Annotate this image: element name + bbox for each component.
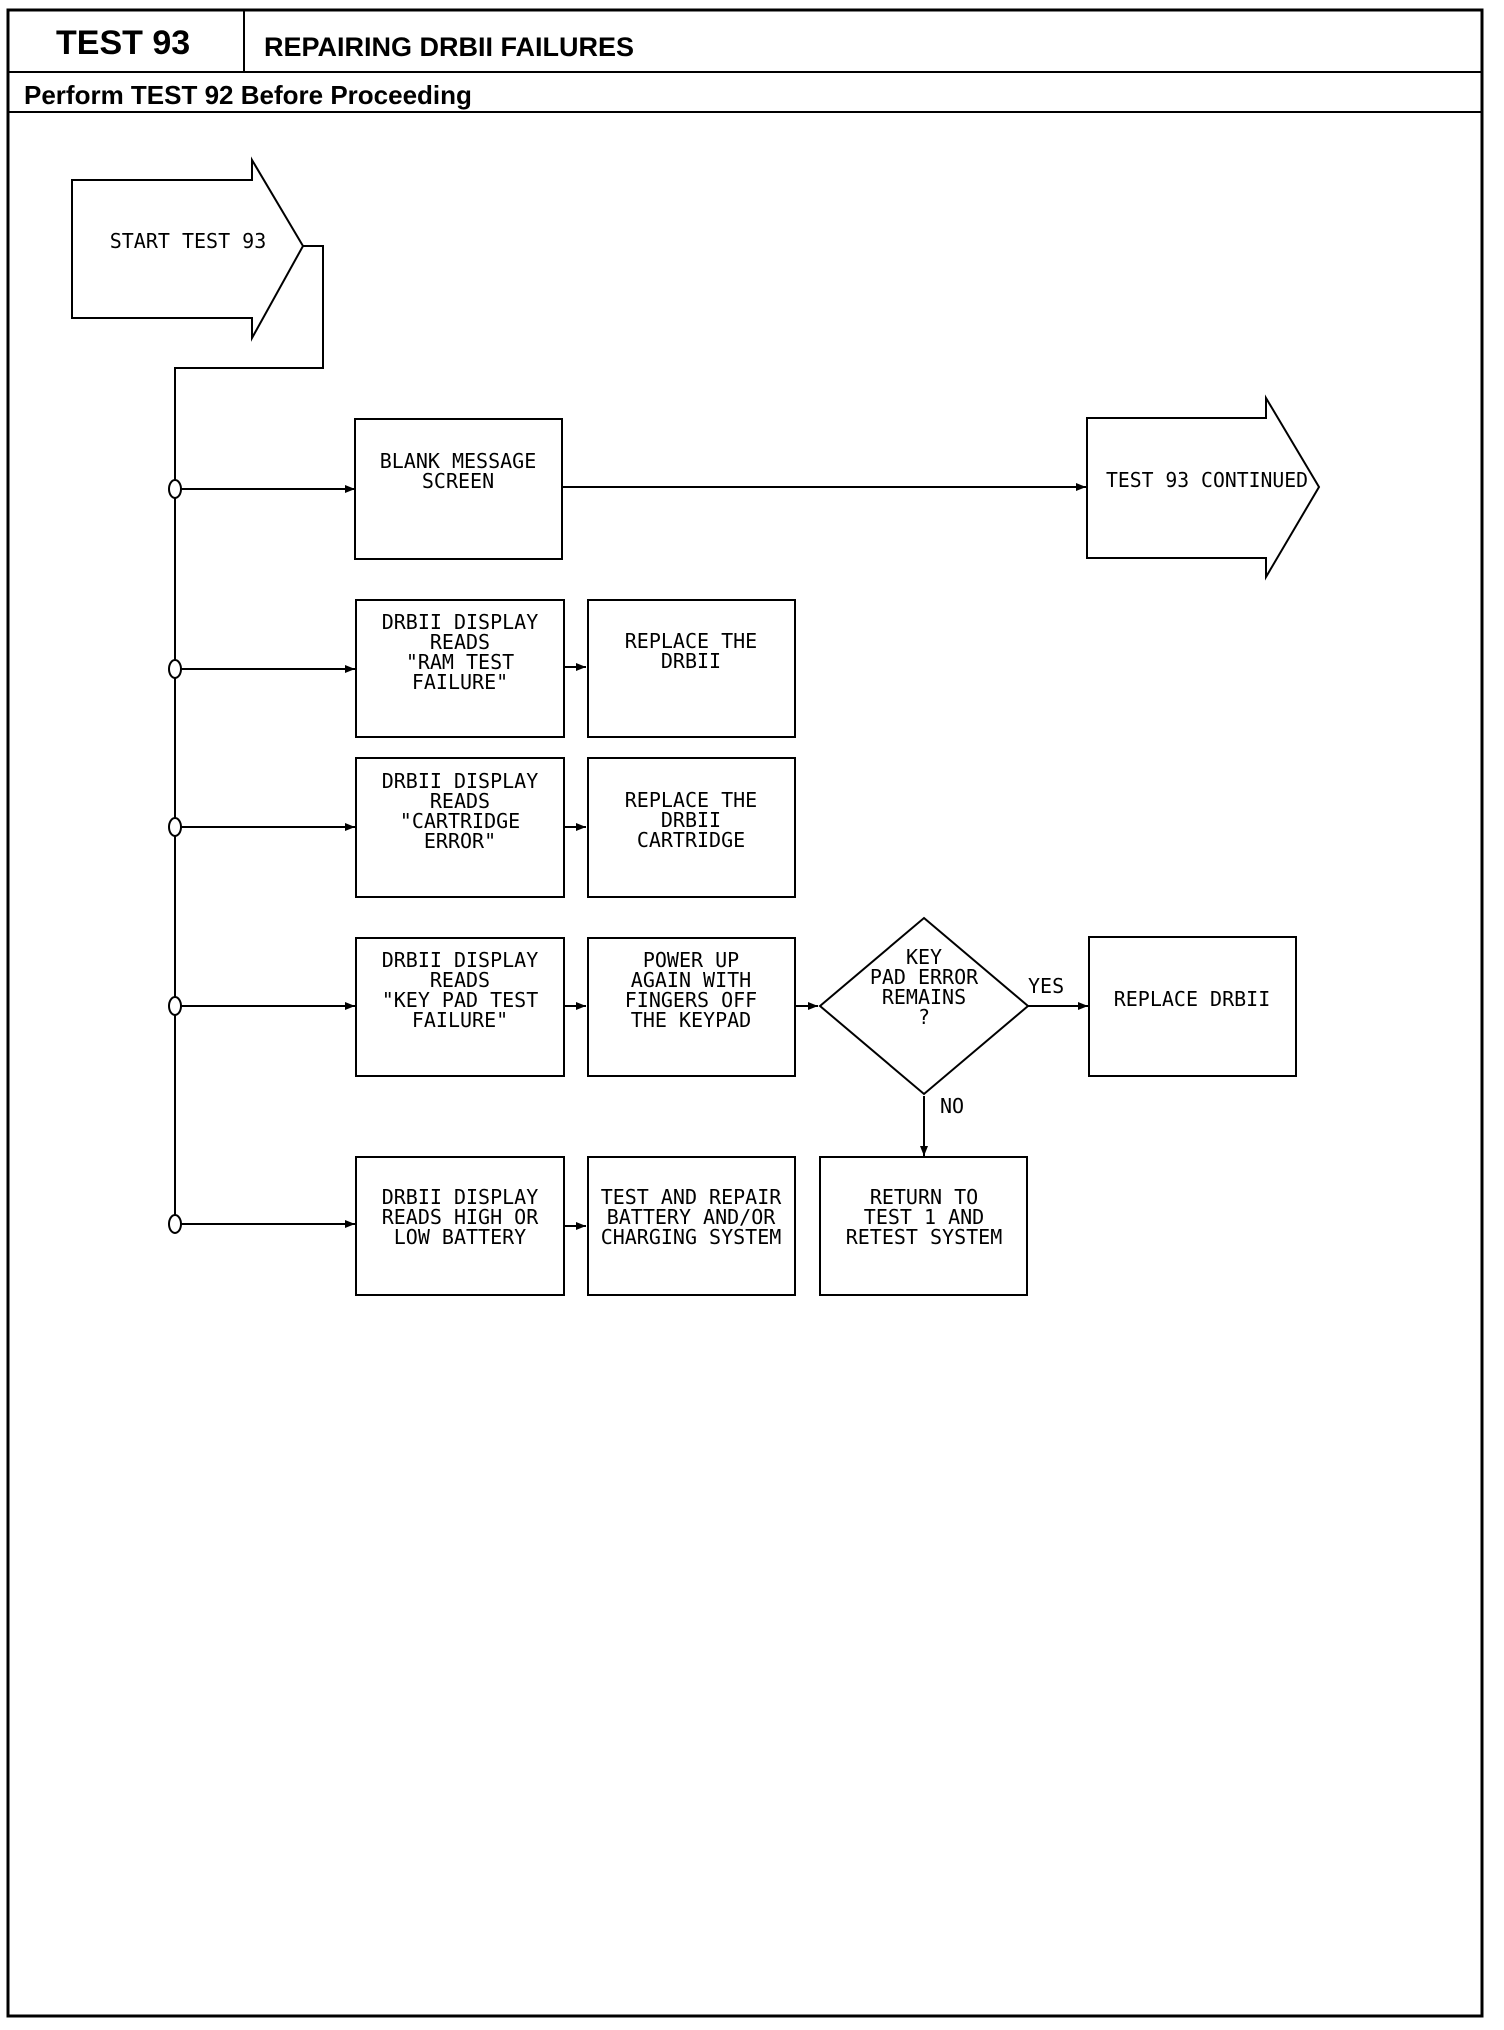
junction-blank-message — [168, 479, 182, 499]
junction-battery — [168, 1214, 182, 1234]
return-test-text-line: RETURN TO — [870, 1185, 978, 1209]
branch-junctions — [168, 479, 182, 1234]
ram-failure-text-line: DRBII DISPLAY — [382, 610, 539, 634]
continued-text-line: TEST 93 CONTINUED — [1106, 468, 1308, 492]
blank-message-text-line: SCREEN — [422, 469, 494, 493]
ram-failure-text-line: READS — [430, 630, 490, 654]
return-test-text-line: RETEST SYSTEM — [846, 1225, 1003, 1249]
replace-cartridge-text-line: CARTRIDGE — [637, 828, 745, 852]
keypad-failure-text-line: DRBII DISPLAY — [382, 948, 539, 972]
blank-message-box — [354, 418, 563, 560]
flow-shapes — [71, 156, 1321, 1296]
ram-failure-box — [355, 599, 565, 738]
ram-failure-text-line: FAILURE" — [412, 670, 508, 694]
replace-drbii-box-2 — [1088, 936, 1297, 1077]
start-arrow-shape — [71, 156, 305, 342]
test-repair-box — [587, 1156, 796, 1296]
return-test-box — [819, 1156, 1028, 1296]
return-test-text-line: TEST 1 AND — [864, 1205, 984, 1229]
cartridge-error-box — [355, 757, 565, 898]
replace-cartridge-text-line: REPLACE THE — [625, 788, 757, 812]
keypad-failure-text-line: FAILURE" — [412, 1008, 508, 1032]
test-repair-text-line: CHARGING SYSTEM — [601, 1225, 782, 1249]
replace-drbii-text-2-line: REPLACE DRBII — [1114, 987, 1271, 1011]
replace-drbii-box-1 — [587, 599, 796, 738]
power-up-text-line: AGAIN WITH — [631, 968, 751, 992]
keypad-failure-box — [355, 937, 565, 1077]
junction-cartridge-error — [168, 817, 182, 837]
battery-box — [355, 1156, 565, 1296]
continued-text: TEST 93 CONTINUED — [1106, 468, 1308, 492]
flow-labels: START TEST 93 TEST 93 CONTINUED BLANK ME… — [110, 229, 1308, 1249]
replace-drbii-text-1-line: REPLACE THE — [625, 629, 757, 653]
continued-arrow-shape — [1086, 394, 1321, 581]
yes-label: YES — [1028, 974, 1064, 998]
battery-text-line: LOW BATTERY — [394, 1225, 526, 1249]
decision-text-line: KEY — [906, 945, 942, 969]
test-title: REPAIRING DRBII FAILURES — [264, 32, 635, 62]
power-up-text-line: THE KEYPAD — [631, 1008, 751, 1032]
battery-text-line: DRBII DISPLAY — [382, 1185, 539, 1209]
decision-text-line: REMAINS — [882, 985, 966, 1009]
power-up-box — [587, 937, 796, 1077]
keypad-failure-text-line: "KEY PAD TEST — [382, 988, 539, 1012]
ram-failure-text-line: "RAM TEST — [406, 650, 514, 674]
decision-text-line: ? — [918, 1005, 930, 1029]
junction-keypad-failure — [168, 996, 182, 1016]
page-border — [6, 8, 1484, 2018]
cartridge-error-text-line: ERROR" — [424, 829, 496, 853]
cartridge-error-text-line: DRBII DISPLAY — [382, 769, 539, 793]
junction-ram-failure — [168, 659, 182, 679]
decision-diamond — [818, 916, 1030, 1096]
test-repair-text-line: BATTERY AND/OR — [607, 1205, 777, 1229]
test-prerequisite: Perform TEST 92 Before Proceeding — [24, 80, 472, 110]
power-up-text-line: FINGERS OFF — [625, 988, 757, 1012]
flow-connectors — [174, 245, 1088, 1230]
replace-drbii-text-2: REPLACE DRBII — [1114, 987, 1271, 1011]
power-up-text-line: POWER UP — [643, 948, 739, 972]
start-text-line: START TEST 93 — [110, 229, 267, 253]
replace-drbii-text-1-line: DRBII — [661, 649, 721, 673]
decision-text-line: PAD ERROR — [870, 965, 979, 989]
test-number: TEST 93 — [56, 24, 191, 62]
battery-text-line: READS HIGH OR — [382, 1205, 539, 1229]
test-repair-text-line: TEST AND REPAIR — [601, 1185, 783, 1209]
start-connector — [174, 245, 324, 1222]
cartridge-error-text-line: "CARTRIDGE — [400, 809, 520, 833]
cartridge-error-text-line: READS — [430, 789, 490, 813]
no-label: NO — [940, 1094, 964, 1118]
replace-cartridge-text-line: DRBII — [661, 808, 721, 832]
blank-message-text-line: BLANK MESSAGE — [380, 449, 537, 473]
start-text: START TEST 93 — [110, 229, 267, 253]
keypad-failure-text-line: READS — [430, 968, 490, 992]
replace-cartridge-box — [587, 757, 796, 898]
